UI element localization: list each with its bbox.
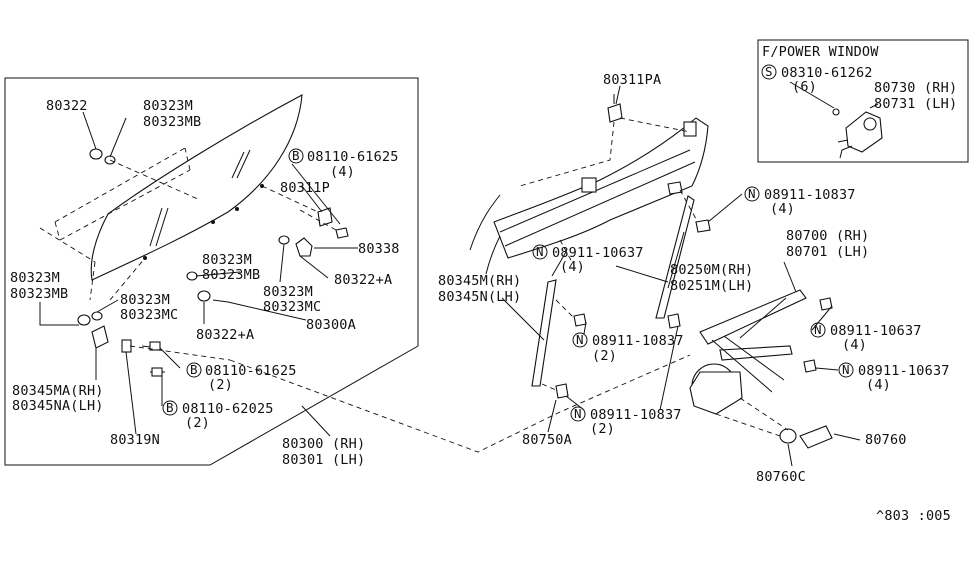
- label-80311pa: 80311PA: [603, 72, 661, 88]
- labels: 80322 80323M 80323MB B 08110-61625 (4) 8…: [10, 44, 957, 524]
- label-08110-61625-b: 08110-61625: [205, 363, 297, 379]
- label-80345na: 80345NA(LH): [12, 398, 104, 414]
- leaders-right: [501, 85, 861, 467]
- label-80338: 80338: [358, 241, 400, 257]
- label-80323m-e: 80323M: [120, 292, 170, 308]
- door-inner-frame: [469, 94, 709, 275]
- prefix-b-3: B: [166, 400, 174, 415]
- label-80760: 80760: [865, 432, 907, 448]
- label-80300a: 80300A: [306, 317, 356, 333]
- label-80323mb-d: 80323MB: [10, 286, 68, 302]
- label-80701: 80701 (LH): [786, 244, 869, 260]
- label-80322: 80322: [46, 98, 88, 114]
- window-regulator: [689, 289, 833, 449]
- front-channel: [531, 279, 587, 399]
- label-80322a-b: 80322+A: [196, 327, 254, 343]
- label-08110-61625-a: 08110-61625: [307, 149, 399, 165]
- label-80300: 80300 (RH): [282, 436, 365, 452]
- label-08911-10637-b: 08911-10637: [830, 323, 922, 339]
- prefix-b-2: B: [190, 362, 198, 377]
- label-08110-62025: 08110-62025: [182, 401, 274, 417]
- label-80323mc-c: 80323MC: [263, 299, 321, 315]
- label-80323m-a: 80323M: [143, 98, 193, 114]
- glass-clips: [77, 148, 349, 377]
- prefix-b-1: B: [292, 148, 300, 163]
- label-08911-10837-a: 08911-10837: [764, 187, 856, 203]
- power-window-inset: [757, 39, 969, 163]
- label-80250m: 80250M(RH): [670, 262, 753, 278]
- label-80750a: 80750A: [522, 432, 572, 448]
- label-80323mb-b: 80323MB: [202, 267, 260, 283]
- label-80323m-c: 80323M: [263, 284, 313, 300]
- qty-4-e: (4): [560, 259, 585, 275]
- qty-2-b: (2): [208, 377, 233, 393]
- assembly-leader: [229, 354, 691, 453]
- qty-2-g: (2): [590, 421, 615, 437]
- label-08911-10637-a: 08911-10637: [552, 245, 644, 261]
- label-08911-10837-b: 08911-10837: [592, 333, 684, 349]
- qty-4-i: (4): [866, 377, 891, 393]
- label-80730: 80730 (RH): [874, 80, 957, 96]
- prefix-n-4: N: [574, 406, 582, 421]
- prefix-n-1: N: [748, 186, 756, 201]
- prefix-s: S: [765, 64, 773, 79]
- label-80322a-a: 80322+A: [334, 272, 392, 288]
- label-80323mb-a: 80323MB: [143, 114, 201, 130]
- prefix-n-5: N: [814, 322, 822, 337]
- inset-title: F/POWER WINDOW: [762, 44, 879, 60]
- label-08310-61262: 08310-61262: [781, 65, 873, 81]
- footer-code: ^803 :005: [876, 508, 951, 524]
- qty-6: (6): [792, 79, 817, 95]
- label-80311p: 80311P: [280, 180, 330, 196]
- label-80319n: 80319N: [110, 432, 160, 448]
- door-glass: [39, 94, 303, 301]
- label-80760c: 80760C: [756, 469, 806, 485]
- label-80251m: 80251M(LH): [670, 278, 753, 294]
- label-80345n: 80345N(LH): [438, 289, 521, 305]
- qty-4-h: (4): [842, 337, 867, 353]
- label-80345ma: 80345MA(RH): [12, 383, 104, 399]
- prefix-n-3: N: [576, 332, 584, 347]
- qty-4-d: (4): [770, 201, 795, 217]
- prefix-n-6: N: [842, 362, 850, 377]
- label-80700: 80700 (RH): [786, 228, 869, 244]
- label-08911-10637-c: 08911-10637: [858, 363, 950, 379]
- label-80323m-b: 80323M: [202, 252, 252, 268]
- rear-channel: [655, 181, 711, 329]
- qty-2-f: (2): [592, 348, 617, 364]
- prefix-n-2: N: [536, 244, 544, 259]
- label-80323mc-e: 80323MC: [120, 307, 178, 323]
- label-80731: 80731 (LH): [874, 96, 957, 112]
- qty-4-a: (4): [330, 164, 355, 180]
- label-80323m-d: 80323M: [10, 270, 60, 286]
- label-08911-10837-c: 08911-10837: [590, 407, 682, 423]
- leaders-left: [39, 111, 358, 437]
- label-80301: 80301 (LH): [282, 452, 365, 468]
- qty-2-c: (2): [185, 415, 210, 431]
- glass-panel: [4, 77, 419, 466]
- label-80345m: 80345M(RH): [438, 273, 521, 289]
